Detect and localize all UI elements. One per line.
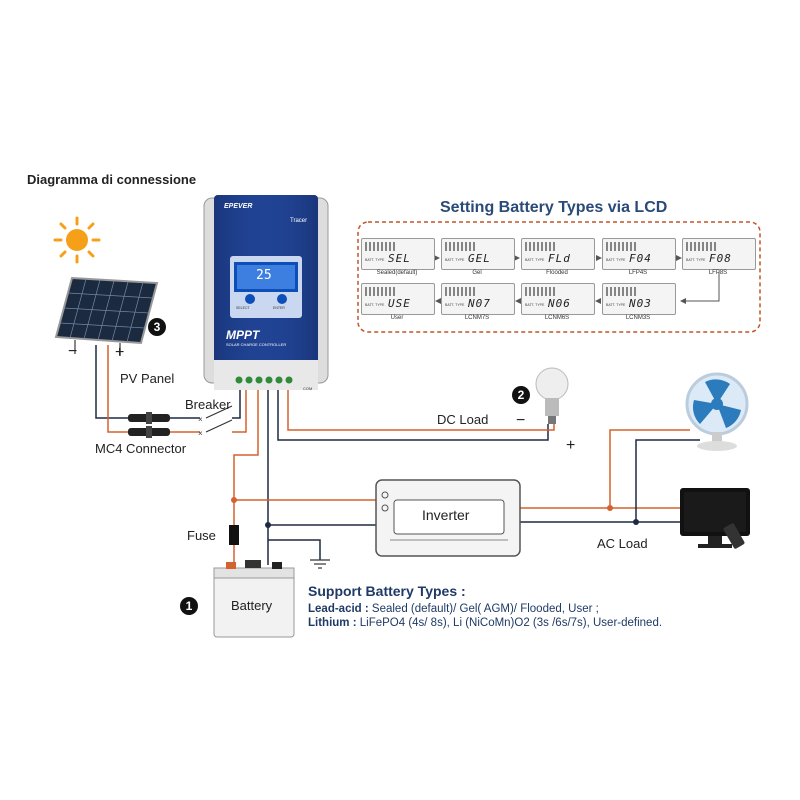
controller-enter-label: ENTER	[273, 306, 285, 310]
solar-panel-icon	[54, 276, 159, 356]
lcd-card-icons	[525, 242, 555, 251]
lcd-card-code: N07	[468, 297, 491, 310]
fan-icon	[685, 372, 749, 451]
inverter-label: Inverter	[422, 507, 470, 523]
lcd-card-caption: LCNM3S	[625, 315, 651, 321]
badge-three: 3	[148, 318, 166, 336]
lcd-card-code: FLd	[548, 252, 571, 265]
mc4-connector-label: MC4 Connector	[95, 441, 187, 456]
lcd-card-small-label: BATT. TYPE	[686, 258, 706, 262]
ac-load-label: AC Load	[597, 536, 648, 551]
lcd-card-small-label: BATT. TYPE	[365, 303, 385, 307]
lcd-card-code: N03	[629, 297, 652, 310]
fuse-icon	[229, 525, 239, 545]
lcd-card-icons	[445, 242, 475, 251]
lcd-card-code: N06	[548, 297, 571, 310]
lcd-card-caption: LCNM6S	[544, 315, 570, 321]
controller-display: 25	[256, 268, 272, 283]
support-heading: Support Battery Types :	[308, 583, 466, 599]
controller-com-label: COM	[303, 386, 313, 391]
lcd-card-caption: LFP4S	[628, 270, 648, 276]
lcd-card-icons	[606, 287, 636, 296]
lcd-card-caption: Flooded	[546, 270, 568, 276]
lcd-section-title: Setting Battery Types via LCD	[440, 199, 668, 216]
support-line-lead-acid: Lead-acid : Sealed (default)/ Gel( AGM)/…	[308, 603, 599, 615]
lcd-card-icons	[606, 242, 636, 251]
lcd-card-code: GEL	[468, 252, 491, 265]
dc-load-minus: −	[516, 412, 526, 429]
support-lithium-text: LiFePO4 (4s/ 8s), Li (NiCoMn)O2 (3s /6s/…	[356, 617, 663, 629]
fuse-label: Fuse	[187, 528, 216, 543]
lcd-card-code: USE	[388, 297, 411, 310]
charge-controller	[203, 195, 329, 390]
controller-select-label: SELECT	[236, 306, 250, 310]
lcd-card-icons	[365, 242, 395, 251]
lcd-card-icons	[686, 242, 716, 251]
ground-icon	[310, 559, 330, 569]
pv-wires	[95, 345, 200, 433]
lcd-card-caption: LCNM7S	[464, 315, 490, 321]
light-bulb-icon	[535, 367, 569, 424]
lcd-card-caption: Gel	[472, 270, 482, 276]
pv-panel-label: PV Panel	[120, 371, 175, 386]
badge-one: 1	[180, 597, 198, 615]
page-title: Diagramma di connessione	[27, 172, 197, 187]
lcd-card-small-label: BATT. TYPE	[606, 303, 626, 307]
dc-load-label: DC Load	[437, 412, 489, 427]
mc4-connector-icon	[128, 412, 170, 438]
lcd-card-code: F08	[709, 252, 732, 265]
svg-text:×: ×	[198, 429, 203, 438]
support-lithium-key: Lithium :	[308, 617, 357, 629]
lcd-card-small-label: BATT. TYPE	[525, 258, 545, 262]
pv-minus-label: −	[68, 343, 78, 360]
controller-model: Tracer	[290, 218, 308, 224]
svg-text:×: ×	[198, 415, 203, 424]
lcd-card-icons	[365, 287, 395, 296]
battery-label: Battery	[231, 598, 273, 613]
support-lead-acid-key: Lead-acid :	[308, 603, 369, 615]
controller-mppt: MPPT	[226, 328, 260, 342]
dc-load-plus: +	[566, 437, 576, 454]
main-wires	[233, 390, 700, 565]
lcd-card-small-label: BATT. TYPE	[445, 258, 465, 262]
battery-icon	[213, 560, 295, 638]
lcd-flow-arrows	[434, 255, 720, 304]
support-lead-acid-text: Sealed (default)/ Gel( AGM)/ Flooded, Us…	[368, 603, 599, 615]
lcd-card-small-label: BATT. TYPE	[606, 258, 626, 262]
lcd-card-caption: Sealed(default)	[376, 270, 418, 276]
breaker-label: Breaker	[185, 397, 231, 412]
lcd-card-icons	[445, 287, 475, 296]
breaker-icon: × ×	[198, 405, 233, 438]
support-line-lithium: Lithium : LiFePO4 (4s/ 8s), Li (NiCoMn)O…	[308, 617, 662, 629]
lcd-card-small-label: BATT. TYPE	[445, 303, 465, 307]
lcd-card-code: F04	[629, 252, 652, 265]
lcd-card-icons	[525, 287, 555, 296]
controller-brand: EPEVER	[224, 203, 253, 210]
inverter-icon	[375, 479, 521, 557]
lcd-card-small-label: BATT. TYPE	[365, 258, 385, 262]
lcd-card-small-label: BATT. TYPE	[525, 303, 545, 307]
badge-two: 2	[512, 386, 530, 404]
junction-dots	[231, 497, 639, 528]
sun-icon	[53, 216, 101, 264]
pv-plus-label: +	[115, 344, 125, 361]
lcd-card-caption: LFP8S	[708, 270, 728, 276]
tv-icon	[680, 488, 750, 549]
lcd-card-code: SEL	[388, 252, 411, 265]
controller-subtitle: SOLAR CHARGE CONTROLLER	[226, 342, 287, 347]
lcd-card-caption: User	[390, 315, 404, 321]
